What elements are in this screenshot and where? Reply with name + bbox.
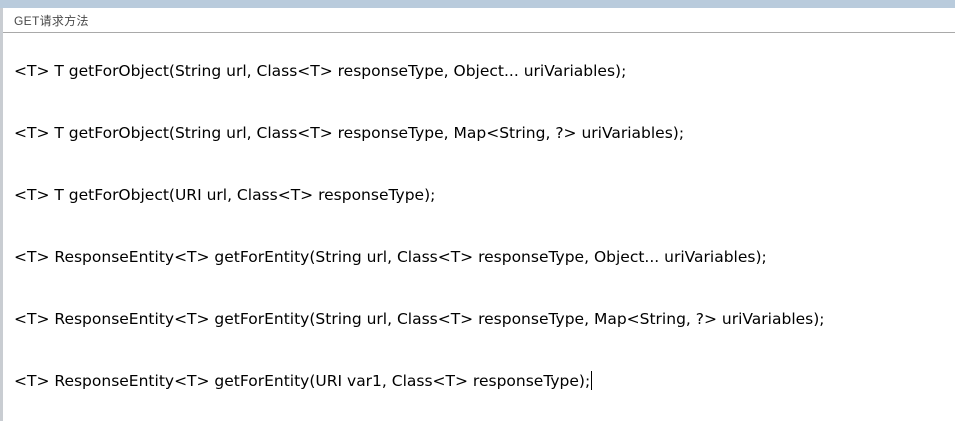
code-line: <T> T getForObject(URI url, Class<T> res… xyxy=(14,186,436,204)
code-line: <T> ResponseEntity<T> getForEntity(Strin… xyxy=(14,310,825,328)
top-accent-strip xyxy=(0,0,955,8)
code-line: <T> T getForObject(String url, Class<T> … xyxy=(14,62,627,80)
code-line-text: <T> ResponseEntity<T> getForEntity(URI v… xyxy=(14,372,591,390)
panel-title-bar: GET请求方法 xyxy=(3,8,955,33)
code-line-with-caret: <T> ResponseEntity<T> getForEntity(URI v… xyxy=(14,371,955,392)
text-caret xyxy=(591,371,593,390)
code-line: <T> T getForObject(String url, Class<T> … xyxy=(14,124,685,142)
code-content-area[interactable]: <T> T getForObject(String url, Class<T> … xyxy=(3,33,955,421)
code-panel: GET请求方法 <T> T getForObject(String url, C… xyxy=(0,8,955,421)
panel-title: GET请求方法 xyxy=(14,13,89,28)
code-line: <T> ResponseEntity<T> getForEntity(Strin… xyxy=(14,248,767,266)
